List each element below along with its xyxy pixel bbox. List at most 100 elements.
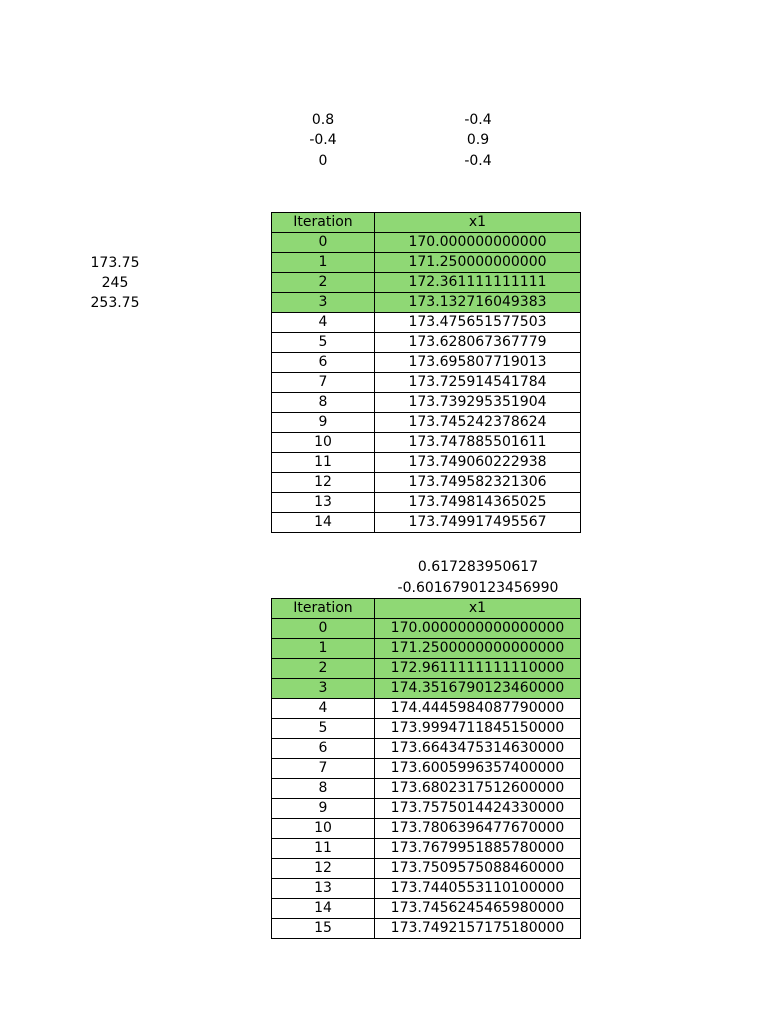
iteration-cell: 13 <box>271 878 375 899</box>
x1-cell: 171.250000000000 <box>374 252 581 273</box>
matrix-cell: -0.4 <box>309 132 337 148</box>
x1-cell: 173.745242378624 <box>374 412 581 433</box>
x1-cell: 173.7456245465980000 <box>374 898 581 919</box>
header-x1: x1 <box>374 598 581 619</box>
x1-cell: 173.628067367779 <box>374 332 581 353</box>
matrix-cell: 0 <box>318 153 328 169</box>
iteration-cell: 7 <box>271 372 375 393</box>
iteration-cell: 0 <box>271 232 375 253</box>
iteration-cell: 3 <box>271 292 375 313</box>
iteration-cell: 5 <box>271 718 375 739</box>
iteration-cell: 7 <box>271 758 375 779</box>
x1-cell: 173.739295351904 <box>374 392 581 413</box>
x1-cell: 173.6005996357400000 <box>374 758 581 779</box>
iteration-cell: 6 <box>271 352 375 373</box>
iteration-cell: 6 <box>271 738 375 759</box>
rhs-value: 173.75 <box>90 255 140 271</box>
param-value: 0.617283950617 <box>417 559 539 575</box>
iteration-cell: 1 <box>271 638 375 659</box>
iteration-cell: 4 <box>271 698 375 719</box>
matrix-cell: 0.9 <box>466 132 490 148</box>
x1-cell: 173.749917495567 <box>374 512 581 533</box>
x1-cell: 173.7806396477670000 <box>374 818 581 839</box>
iteration-cell: 12 <box>271 472 375 493</box>
iteration-cell: 3 <box>271 678 375 699</box>
iteration-cell: 9 <box>271 798 375 819</box>
x1-cell: 173.7679951885780000 <box>374 838 581 859</box>
iteration-cell: 12 <box>271 858 375 879</box>
iteration-cell: 2 <box>271 658 375 679</box>
iteration-cell: 8 <box>271 392 375 413</box>
x1-cell: 173.7509575088460000 <box>374 858 581 879</box>
iteration-cell: 4 <box>271 312 375 333</box>
iteration-cell: 14 <box>271 512 375 533</box>
header-iteration: Iteration <box>271 598 375 619</box>
iteration-cell: 14 <box>271 898 375 919</box>
x1-cell: 174.4445984087790000 <box>374 698 581 719</box>
x1-cell: 170.0000000000000000 <box>374 618 581 639</box>
x1-cell: 173.695807719013 <box>374 352 581 373</box>
x1-cell: 173.6643475314630000 <box>374 738 581 759</box>
iteration-cell: 10 <box>271 432 375 453</box>
x1-cell: 173.6802317512600000 <box>374 778 581 799</box>
x1-cell: 173.7440553110100000 <box>374 878 581 899</box>
x1-cell: 170.000000000000 <box>374 232 581 253</box>
header-x1: x1 <box>374 212 581 233</box>
x1-cell: 173.747885501611 <box>374 432 581 453</box>
matrix-cell: 0.8 <box>311 112 335 128</box>
x1-cell: 172.9611111111110000 <box>374 658 581 679</box>
iteration-cell: 11 <box>271 452 375 473</box>
matrix-cell: -0.4 <box>464 112 492 128</box>
x1-cell: 173.749060222938 <box>374 452 581 473</box>
iteration-cell: 2 <box>271 272 375 293</box>
rhs-value: 253.75 <box>90 295 140 311</box>
x1-cell: 172.361111111111 <box>374 272 581 293</box>
x1-cell: 173.749814365025 <box>374 492 581 513</box>
param-value: -0.6016790123456990 <box>397 580 559 596</box>
matrix-cell: -0.4 <box>464 153 492 169</box>
iteration-cell: 13 <box>271 492 375 513</box>
iteration-cell: 11 <box>271 838 375 859</box>
iteration-cell: 8 <box>271 778 375 799</box>
x1-cell: 173.475651577503 <box>374 312 581 333</box>
iteration-cell: 9 <box>271 412 375 433</box>
x1-cell: 173.132716049383 <box>374 292 581 313</box>
iteration-cell: 0 <box>271 618 375 639</box>
x1-cell: 173.725914541784 <box>374 372 581 393</box>
x1-cell: 173.7492157175180000 <box>374 918 581 939</box>
x1-cell: 174.3516790123460000 <box>374 678 581 699</box>
rhs-value: 245 <box>101 275 129 291</box>
iteration-cell: 15 <box>271 918 375 939</box>
iteration-cell: 1 <box>271 252 375 273</box>
iteration-cell: 10 <box>271 818 375 839</box>
